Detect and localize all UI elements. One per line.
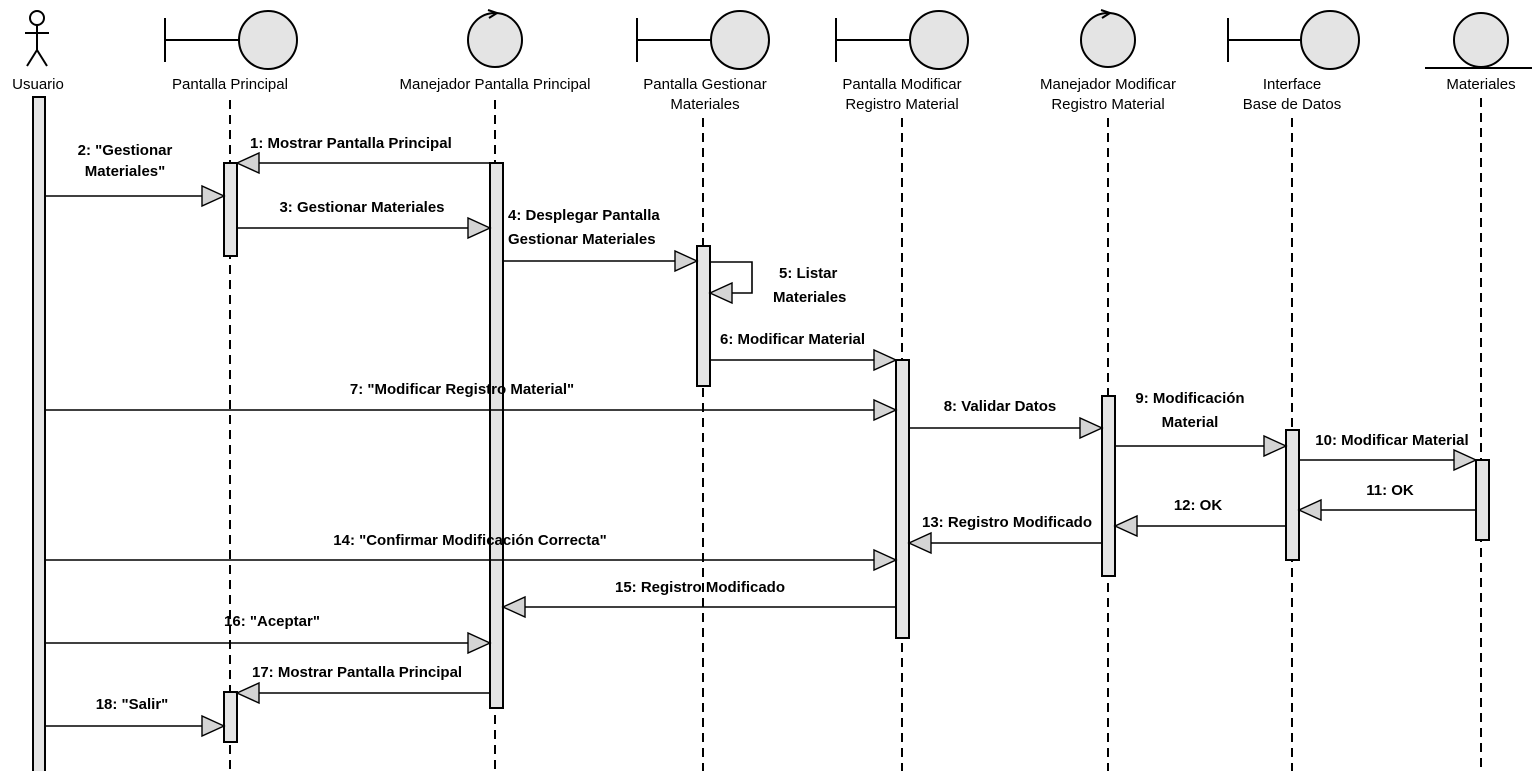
- participant-label: Registro Material: [845, 96, 958, 113]
- boundary-icon: [835, 10, 969, 70]
- message-label: 1: Mostrar Pantalla Principal: [250, 135, 452, 152]
- message-13: 13: Registro Modificado: [907, 514, 1102, 555]
- participant-label: Base de Datos: [1243, 96, 1341, 113]
- message-label: 13: Registro Modificado: [922, 514, 1092, 531]
- boundary-icon: [1227, 10, 1360, 70]
- message-label: Materiales": [85, 163, 166, 180]
- message-label: 17: Mostrar Pantalla Principal: [252, 664, 462, 681]
- participant-manejador-pantalla-principal: Manejador Pantalla Principal: [400, 9, 591, 93]
- message-10: 10: Modificar Material: [1299, 432, 1478, 472]
- message-label: 6: Modificar Material: [720, 331, 865, 348]
- message-label: Materiales: [773, 289, 846, 306]
- message-14: 14: "Confirmar Modificación Correcta": [45, 532, 898, 572]
- participant-label: Usuario: [12, 76, 64, 93]
- participant-label: Materiales: [1446, 76, 1515, 93]
- participant-usuario: Usuario: [12, 10, 64, 93]
- participant-interface-base-datos: Interface Base de Datos: [1227, 10, 1360, 113]
- message-label: 9: Modificación: [1135, 390, 1244, 407]
- participant-label: Registro Material: [1051, 96, 1164, 113]
- message-11: 11: OK: [1297, 482, 1476, 522]
- activation-pantalla-principal: [223, 162, 238, 257]
- boundary-icon: [636, 10, 770, 70]
- message-8: 8: Validar Datos: [909, 398, 1104, 440]
- entity-icon: [1425, 12, 1532, 69]
- message-label: 2: "Gestionar: [78, 142, 173, 159]
- participant-label: Manejador Pantalla Principal: [400, 76, 591, 93]
- message-16: 16: "Aceptar": [45, 613, 492, 655]
- message-15: 15: Registro Modificado: [501, 579, 896, 619]
- message-6: 6: Modificar Material: [710, 331, 898, 372]
- actor-icon: [25, 10, 49, 67]
- message-label: 7: "Modificar Registro Material": [350, 381, 574, 398]
- activation-manejador-modificar-registro: [1101, 395, 1116, 577]
- participant-label: Pantalla Modificar: [842, 76, 961, 93]
- message-label: Gestionar Materiales: [508, 231, 656, 248]
- message-label: 11: OK: [1366, 482, 1414, 499]
- participant-label: Materiales: [670, 96, 739, 113]
- participant-label: Manejador Modificar: [1040, 76, 1176, 93]
- participant-pantalla-principal: Pantalla Principal: [164, 10, 298, 93]
- message-1: 1: Mostrar Pantalla Principal: [235, 135, 490, 175]
- boundary-icon: [164, 10, 298, 70]
- message-18: 18: "Salir": [45, 696, 226, 738]
- message-9: 9: Modificación Material: [1115, 390, 1288, 458]
- message-label: 4: Desplegar Pantalla: [508, 207, 660, 224]
- message-label: 14: "Confirmar Modificación Correcta": [333, 532, 606, 549]
- participant-materiales: Materiales: [1425, 12, 1532, 93]
- participant-pantalla-modificar-registro: Pantalla Modificar Registro Material: [835, 10, 969, 113]
- message-4: 4: Desplegar Pantalla Gestionar Material…: [503, 207, 699, 273]
- activation-materiales: [1475, 459, 1490, 541]
- activation-manejador-pantalla-principal: [489, 162, 504, 709]
- control-icon: [1080, 9, 1136, 68]
- message-3: 3: Gestionar Materiales: [237, 199, 492, 240]
- participant-pantalla-gestionar-materiales: Pantalla Gestionar Materiales: [636, 10, 770, 113]
- message-label: 12: OK: [1174, 497, 1223, 514]
- message-label: 3: Gestionar Materiales: [279, 199, 444, 216]
- control-icon: [467, 9, 523, 68]
- message-12: 12: OK: [1113, 497, 1286, 538]
- participant-manejador-modificar-registro: Manejador Modificar Registro Material: [1040, 9, 1176, 113]
- activation-usuario: [32, 96, 46, 771]
- participant-label: Pantalla Gestionar: [643, 76, 766, 93]
- participant-label: Pantalla Principal: [172, 76, 288, 93]
- activation-interface-base-datos: [1285, 429, 1300, 561]
- message-label: 16: "Aceptar": [224, 613, 320, 630]
- activation-pantalla-modificar-registro: [895, 359, 910, 639]
- message-label: 5: Listar: [779, 265, 838, 282]
- message-17: 17: Mostrar Pantalla Principal: [235, 664, 490, 705]
- activation-pantalla-gestionar-materiales: [696, 245, 711, 387]
- participant-label: Interface: [1263, 76, 1321, 93]
- message-label: 8: Validar Datos: [944, 398, 1057, 415]
- message-label: 10: Modificar Material: [1315, 432, 1468, 449]
- message-label: 15: Registro Modificado: [615, 579, 785, 596]
- message-label: Material: [1162, 414, 1219, 431]
- message-5: 5: Listar Materiales: [708, 261, 846, 306]
- message-2: 2: "Gestionar Materiales": [45, 142, 226, 208]
- activation-pantalla-principal: [223, 691, 238, 743]
- message-7: 7: "Modificar Registro Material": [45, 381, 898, 422]
- message-label: 18: "Salir": [96, 696, 169, 713]
